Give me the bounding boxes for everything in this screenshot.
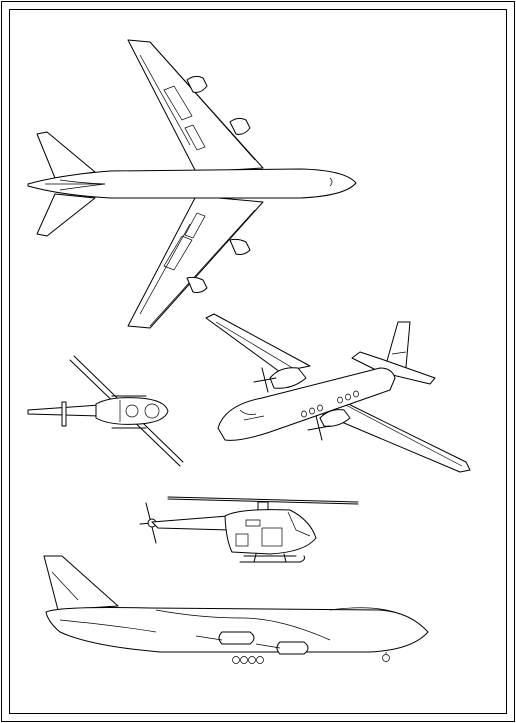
airliner-side-view — [43, 555, 429, 664]
helicopter-top-view — [27, 355, 184, 467]
helicopter-side-view — [139, 496, 359, 563]
turboprop-perspective-view — [205, 313, 471, 473]
inner-frame — [9, 9, 507, 714]
airliner-top-view — [27, 39, 357, 329]
